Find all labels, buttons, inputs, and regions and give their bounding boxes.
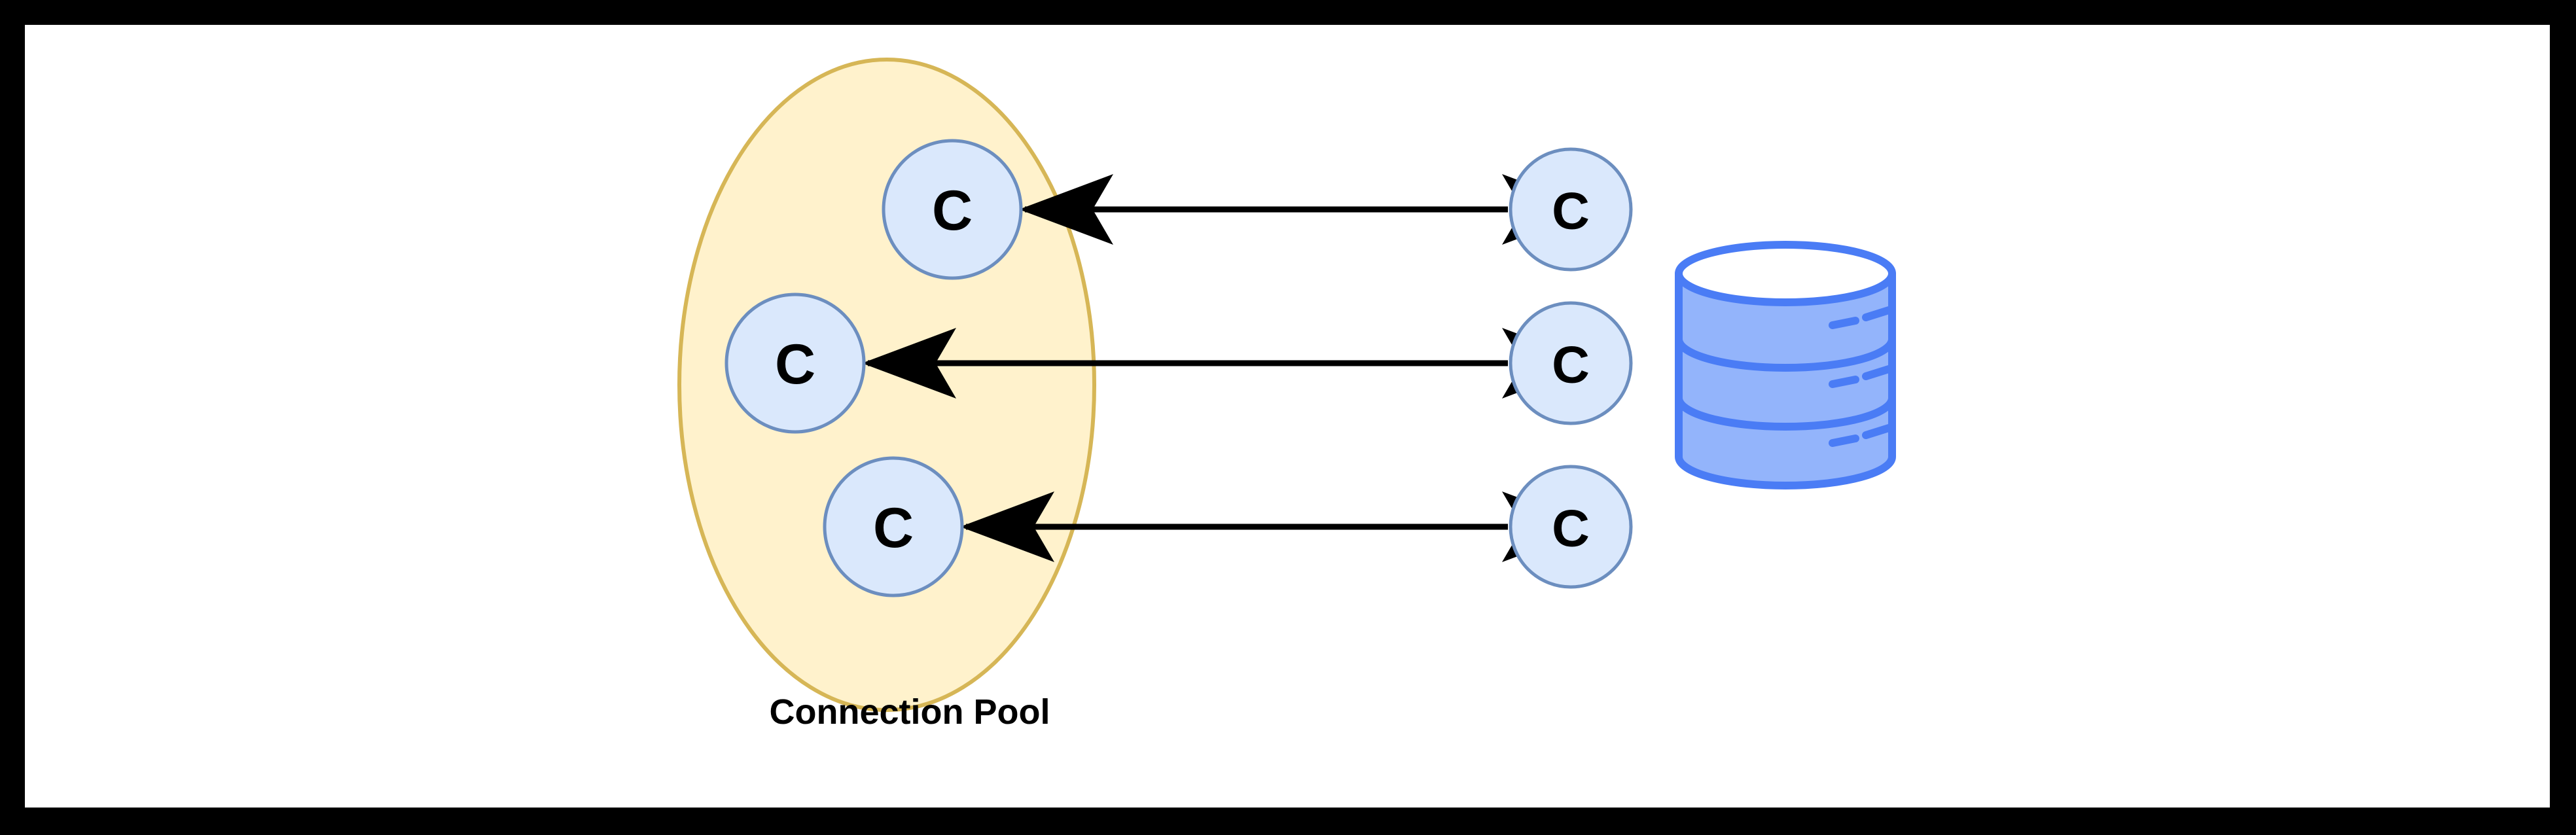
pool-connection-3[interactable]: C — [823, 456, 964, 597]
database-dash-top-2 — [1862, 306, 1893, 321]
database-icon[interactable] — [1675, 241, 1896, 489]
db-connection-1-circle[interactable] — [1509, 147, 1633, 272]
db-connection-2-label: C — [1552, 336, 1590, 394]
db-connection-1[interactable]: C — [1509, 147, 1633, 272]
db-connection-2-circle[interactable] — [1509, 301, 1633, 425]
database-dash-middle-1 — [1829, 376, 1859, 388]
pool-connection-2-label: C — [775, 333, 815, 396]
pool-connection-1[interactable]: C — [882, 139, 1023, 280]
connection-pool-diagram: C C C C C — [677, 58, 1896, 732]
pool-connection-nodes: C C C — [724, 139, 1023, 597]
pool-connection-3-label: C — [873, 497, 914, 560]
database-dash-top-1 — [1829, 317, 1859, 329]
db-connection-1-label: C — [1552, 182, 1590, 240]
database-dash-bottom-2 — [1862, 424, 1893, 439]
connection-pool-caption: Connection Pool — [770, 692, 1050, 732]
db-connection-2[interactable]: C — [1509, 301, 1633, 425]
pool-connection-2-circle[interactable] — [724, 293, 866, 434]
pool-connection-1-circle[interactable] — [882, 139, 1023, 280]
database-disk-top-surface — [1675, 241, 1896, 306]
db-connection-3-label: C — [1552, 499, 1590, 558]
pool-connection-2[interactable]: C — [724, 293, 866, 434]
database-dash-bottom-1 — [1829, 435, 1859, 447]
pool-connection-3-circle[interactable] — [823, 456, 964, 597]
pool-connection-1-label: C — [932, 179, 973, 242]
db-connection-3-circle[interactable] — [1509, 465, 1633, 589]
diagram-canvas: C C C C C — [25, 25, 2550, 808]
db-connection-3[interactable]: C — [1509, 465, 1633, 589]
database-dash-middle-2 — [1862, 365, 1893, 380]
arrows-group — [862, 174, 1596, 562]
db-connection-nodes: C C C — [1509, 147, 1633, 589]
